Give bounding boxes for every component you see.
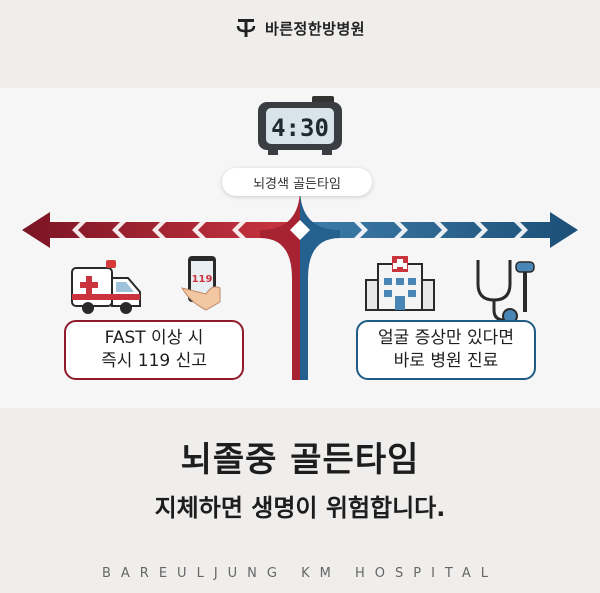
ambulance-icon: [71, 260, 141, 314]
subline: 지체하면 생명이 위험합니다.: [154, 494, 446, 522]
hospital-building-icon: [365, 256, 435, 311]
timeline-graphic: 4:30 119: [22, 96, 578, 380]
hospital-visit-line1: 얼굴 증상만 있다면: [378, 328, 514, 349]
header: 바른정한방병원: [0, 0, 600, 56]
stethoscope-icon: [476, 260, 518, 324]
headline: 뇌졸중 골든타임: [180, 440, 420, 480]
golden-time-label: 뇌경색 골든타임: [222, 168, 372, 196]
footer-hospital-name: BAREULJUNG KM HOSPITAL: [102, 566, 498, 581]
phone-label: 119: [192, 274, 213, 285]
hospital-visit-line2: 바로 병원 진료: [393, 351, 499, 371]
reflex-hammer-icon: [515, 261, 535, 312]
blue-arrow: [310, 212, 578, 248]
brand-name: 바른정한방병원: [264, 19, 366, 38]
fast-report-line2: 즉시 119 신고: [101, 351, 207, 371]
clock-time: 4:30: [271, 114, 329, 142]
fast-report-box: FAST 이상 시 즉시 119 신고: [64, 320, 244, 380]
fast-report-line1: FAST 이상 시: [104, 328, 204, 349]
phone-call-icon: 119: [180, 256, 221, 311]
clock-icon: 4:30: [258, 96, 342, 155]
hospital-logo-icon: [236, 19, 256, 37]
red-arrow: [22, 212, 290, 248]
hospital-visit-box: 얼굴 증상만 있다면 바로 병원 진료: [356, 320, 536, 380]
